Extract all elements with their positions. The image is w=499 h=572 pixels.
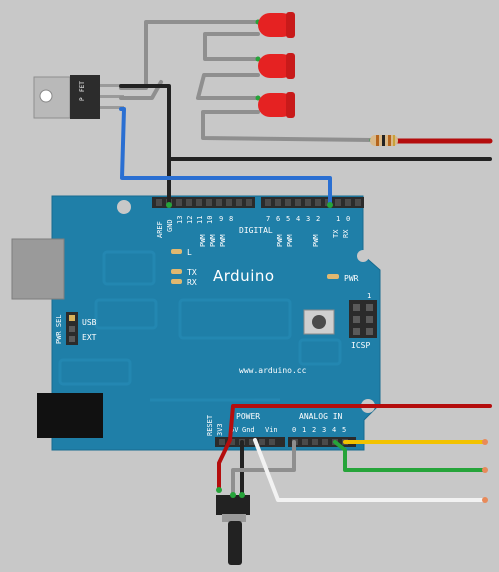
label-usb: USB	[82, 318, 97, 327]
led-red-2	[258, 53, 295, 79]
icsp-header	[349, 300, 377, 338]
reset-button[interactable]	[303, 309, 335, 335]
digital-pin-3: 3	[306, 215, 310, 223]
led-red-1	[258, 12, 295, 38]
pwm-label-3: PWM	[312, 234, 320, 247]
label-digital: DIGITAL	[239, 226, 273, 235]
digital-pin-4: 4	[296, 215, 300, 223]
label-led-l: L	[187, 248, 192, 257]
led-l	[171, 249, 182, 254]
analog-pin-3: 3	[322, 426, 326, 434]
pwm-label-10: PWM	[209, 234, 217, 247]
digital-pin-13: 13	[176, 216, 184, 224]
potentiometer[interactable]	[216, 495, 250, 565]
label-tx: TX	[187, 268, 197, 277]
label-tx-pin: TX	[332, 229, 340, 238]
label-vin: Vin	[265, 426, 278, 434]
digital-pin-5: 5	[286, 215, 290, 223]
wire-gray-led-top	[119, 20, 260, 90]
label-icsp: ICSP	[351, 341, 370, 350]
analog-pin-0: 0	[292, 426, 296, 434]
wire-black-gnd	[119, 84, 171, 207]
digital-pin-10: 10	[206, 216, 214, 224]
analog-pin-1: 1	[302, 426, 306, 434]
wire-gray-led-resistor	[201, 110, 374, 142]
label-power: POWER	[236, 412, 260, 421]
label-gnd-bottom: Gnd	[242, 426, 255, 434]
led-rx	[171, 279, 182, 284]
dc-power-jack	[37, 393, 103, 438]
digital-pin-0: 0	[346, 215, 350, 223]
digital-pin-1: 1	[336, 215, 340, 223]
wire-red-pot-5v	[217, 404, 492, 492]
digital-pin-8: 8	[229, 215, 233, 223]
pot-pins	[216, 487, 245, 498]
digital-pin-7: 7	[266, 215, 270, 223]
digital-pin-11: 11	[196, 216, 204, 224]
label-reset: RESET	[206, 414, 214, 436]
label-rx: RX	[187, 278, 197, 287]
arduino-board: AREF GND 13 12 11 10 9 8 7 6 5 4 3 2 1 0…	[11, 195, 381, 451]
digital-pin-9: 9	[219, 215, 223, 223]
analog-pin-2: 2	[312, 426, 316, 434]
led-pwr	[327, 274, 339, 279]
label-5v: 5V	[230, 426, 239, 434]
label-gnd-top: GND	[166, 219, 174, 232]
power-select-jumper[interactable]	[66, 312, 78, 345]
wire-gray-pot-wiper	[231, 440, 296, 497]
wire-blue-signal	[119, 107, 332, 207]
pwm-label-11: PWM	[199, 234, 207, 247]
label-pwr-sel: PWR SEL	[55, 314, 63, 344]
led-tx	[171, 269, 182, 274]
digital-pin-12: 12	[186, 216, 194, 224]
usb-connector	[11, 238, 65, 300]
led-red-3	[258, 92, 295, 118]
label-analog-in: ANALOG IN	[299, 412, 343, 421]
transistor-pin-mark: P	[79, 97, 86, 101]
transistor-fet: FET P	[33, 75, 124, 119]
icsp-pin-1-label: 1	[367, 292, 371, 300]
pwm-label-9: PWM	[219, 234, 227, 247]
wire-green-a4	[333, 440, 487, 472]
digital-header-left	[152, 197, 255, 208]
wire-gray-led-2-3	[196, 73, 260, 100]
label-pwr: PWR	[344, 274, 359, 283]
digital-pin-2: 2	[316, 215, 320, 223]
label-rx-pin: RX	[342, 229, 350, 238]
board-brand: Arduino	[213, 267, 275, 285]
digital-header-right	[261, 197, 364, 208]
board-url: www.arduino.cc	[239, 366, 307, 375]
mounting-hole	[117, 200, 131, 214]
wire-gray-led-1-2	[203, 32, 260, 61]
analog-pin-5: 5	[342, 426, 346, 434]
label-3v3: 3V3	[216, 423, 224, 436]
mounting-hole	[357, 250, 369, 262]
analog-pin-4: 4	[332, 426, 336, 434]
resistor	[370, 135, 398, 146]
label-ext: EXT	[82, 333, 97, 342]
wire-white-vin	[253, 438, 487, 502]
label-aref: AREF	[156, 221, 164, 238]
digital-pin-6: 6	[276, 215, 280, 223]
pwm-label-6: PWM	[276, 234, 284, 247]
transistor-label: FET	[79, 81, 86, 92]
pwm-label-5: PWM	[286, 234, 294, 247]
